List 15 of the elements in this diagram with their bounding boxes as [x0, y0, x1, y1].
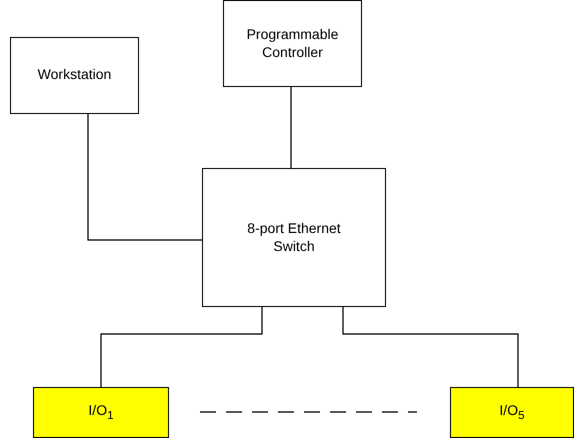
node-label: I/O$_{1}$: [88, 402, 114, 424]
connector-line: [342, 307, 519, 387]
switch-box: [202, 168, 386, 307]
node-label: 8-port Ethernet Switch: [246, 220, 342, 255]
connector-line: [87, 114, 202, 241]
io-module-box: [450, 387, 574, 438]
node-label: Workstation: [38, 66, 112, 84]
workstation-box: [10, 37, 139, 114]
dashed-line: [200, 411, 417, 413]
node-label: I/O$_{5}$: [499, 402, 525, 424]
node-label: Programmable Controller: [246, 26, 340, 61]
controller-box: [223, 0, 362, 87]
connector-line: [100, 307, 263, 387]
connector-line: [290, 87, 292, 168]
io-module-box: [33, 387, 169, 438]
